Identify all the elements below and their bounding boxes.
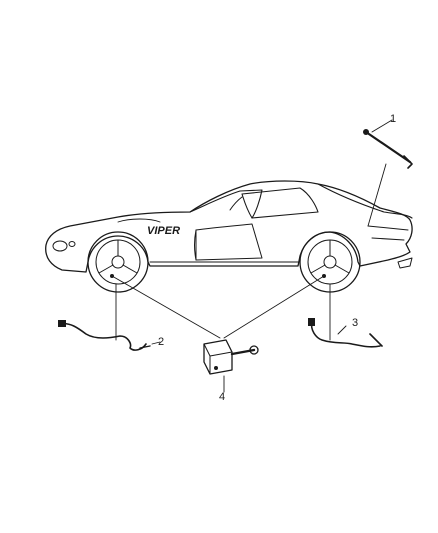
car-illustration: VIPER [45, 180, 413, 273]
car-side-window [241, 187, 319, 219]
car-body-outline [45, 180, 413, 273]
car-exhaust [397, 257, 413, 269]
leader-4-rear [223, 275, 325, 339]
front-wheel [87, 231, 149, 293]
callout-3: 3 [352, 317, 358, 329]
callout-4: 4 [219, 391, 225, 403]
leader-3 [337, 325, 347, 335]
leader-lines [111, 119, 393, 393]
car-headlight-inner [68, 241, 76, 247]
car-door-line [195, 223, 263, 261]
car-tail-light [367, 225, 409, 231]
car-hood-line [117, 218, 161, 223]
front-harness-connector [58, 320, 66, 327]
callout-2: 2 [158, 336, 164, 348]
viper-badge: VIPER [147, 225, 180, 237]
car-rear-deck [317, 183, 413, 219]
leader-2 [151, 341, 161, 345]
part-2-front-harness [58, 320, 151, 351]
car-mirror [229, 196, 243, 211]
car-door-front-edge [194, 229, 197, 261]
rear-harness-connector [308, 318, 315, 326]
leader-1-body [367, 163, 387, 227]
car-headlight [52, 240, 68, 252]
car-windshield [189, 189, 263, 219]
callout-1: 1 [390, 113, 396, 125]
leader-4-front [111, 275, 221, 339]
rear-wheel [299, 231, 361, 293]
car-bumper-line [371, 237, 405, 241]
part-3-rear-harness [308, 318, 383, 348]
part-4-tpms-sensor [203, 339, 259, 375]
part-1-sensor-rod [363, 129, 413, 169]
leader-1-top [371, 119, 393, 133]
